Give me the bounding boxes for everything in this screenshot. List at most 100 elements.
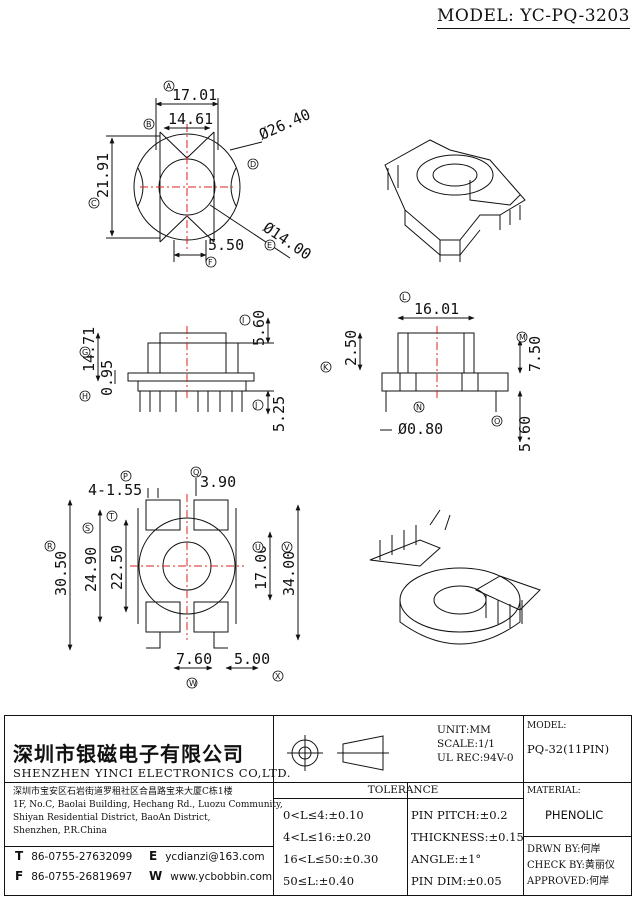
drawn-by: DRWN BY:何岸 [527, 844, 601, 855]
dim-bottom-pin-spacing-left: 7.60 [176, 650, 212, 668]
address-line-2: 1F, No.C, Baolai Building, Hechang Rd., … [13, 800, 283, 810]
dim-outer-diameter: Ø26.40 [256, 105, 313, 143]
bottom-view [67, 478, 301, 671]
dim-bottom-pin-spacing-right: 5.00 [234, 650, 270, 668]
svg-text:P: P [123, 472, 128, 481]
dim-side-step: 2.50 [342, 330, 360, 366]
marker-v: V [281, 541, 293, 553]
tel-letter: T [15, 849, 24, 863]
svg-text:F: F [208, 258, 213, 267]
svg-text:S: S [85, 524, 90, 533]
front-pins [139, 391, 243, 412]
dim-top-width-outer: 17.01 [172, 86, 217, 104]
email-letter: E [149, 849, 158, 863]
dim-top-width-inner: 14.61 [168, 110, 213, 128]
email-value: ycdianzi@163.com [165, 851, 265, 863]
title-block: 深圳市银磁电子有限公司 SHENZHEN YINCI ELECTRONICS C… [4, 715, 632, 896]
dim-bottom-right-inner: 17.00 [252, 545, 270, 590]
tolerance-spec-2: THICKNESS:±0.15 [411, 830, 524, 844]
tolerance-range-2: 4<L≤16:±0.20 [283, 830, 371, 844]
marker-m: M [516, 331, 528, 343]
svg-text:E: E [267, 241, 272, 250]
technical-drawing: 17.01 14.61 21.91 Ø26.40 Ø14.00 5.50 14.… [44, 80, 544, 689]
svg-text:X: X [275, 672, 281, 681]
marker-p: P [120, 470, 132, 482]
marker-o: O [491, 415, 503, 427]
svg-text:M: M [519, 333, 526, 342]
model-title: MODEL: YC-PQ-3203 [437, 6, 630, 29]
svg-text:R: R [47, 542, 53, 551]
tolerance-range-4: 50≤L:±0.40 [283, 874, 355, 888]
svg-text:V: V [284, 543, 290, 552]
marker-i: I [239, 314, 251, 326]
dim-slot: 5.50 [208, 236, 244, 254]
marker-x: X [272, 670, 284, 682]
ul-rec-label: UL REC:94V-0 [437, 752, 514, 764]
dim-bottom-right-outer: 34.00 [280, 551, 298, 596]
unit-label: UNIT:MM [437, 724, 491, 736]
dim-side-width: 16.01 [414, 300, 459, 318]
tel-value: 86-0755-27632099 [31, 851, 133, 863]
web-value: www.ycbobbin.com [170, 871, 273, 883]
dim-front-top-step: 5.60 [250, 310, 268, 346]
web-letter: W [149, 869, 163, 883]
tolerance-range-1: 0<L≤4:±0.10 [283, 808, 364, 822]
marker-k: K [320, 361, 332, 373]
svg-text:H: H [82, 392, 88, 401]
dim-side-height: 7.50 [526, 336, 544, 372]
svg-text:D: D [250, 160, 256, 169]
dim-bottom-inner-height: 22.50 [108, 545, 126, 590]
marker-t: T [106, 510, 118, 522]
iso-view-bottom [369, 509, 541, 645]
dim-side-pin-diameter: Ø0.80 [398, 420, 443, 438]
tolerance-spec-1: PIN PITCH:±0.2 [411, 808, 508, 822]
dim-bottom-pin-pitch: 4-1.55 [88, 481, 142, 499]
iso-view-top [384, 139, 526, 262]
tolerance-title: TOLERANCE [367, 784, 439, 796]
tolerance-range-3: 16<L≤50:±0.30 [283, 852, 379, 866]
company-name-cn: 深圳市银磁电子有限公司 [13, 742, 244, 766]
fax-value: 86-0755-26819697 [31, 871, 133, 883]
svg-text:W: W [189, 679, 197, 688]
fax-letter: F [15, 869, 24, 883]
svg-text:I: I [242, 316, 244, 325]
svg-text:K: K [323, 363, 329, 372]
check-by: CHECK BY:黄丽仪 [527, 860, 615, 871]
tolerance-spec-3: ANGLE:±1° [411, 852, 482, 866]
svg-text:J: J [254, 401, 257, 410]
svg-text:C: C [91, 199, 97, 208]
company-name-en: SHENZHEN YINCI ELECTRONICS CO,LTD. [13, 766, 292, 780]
reference-markers: A B C D E F G H I J K L M N O P Q R S T … [44, 80, 528, 689]
marker-j: J [252, 399, 264, 411]
marker-s: S [82, 522, 94, 534]
svg-text:B: B [146, 120, 152, 129]
marker-e: E [264, 239, 276, 251]
dimension-labels: 17.01 14.61 21.91 Ø26.40 Ø14.00 5.50 14.… [52, 86, 544, 668]
address-line-1: 深圳市宝安区石岩街道罗租社区合昌路宝来大厦C栋1楼 [13, 787, 233, 797]
svg-text:A: A [166, 82, 172, 91]
svg-text:O: O [494, 417, 500, 426]
dim-bottom-total-height: 30.50 [52, 551, 70, 596]
svg-text:L: L [402, 293, 407, 302]
marker-b: B [143, 118, 155, 130]
marker-w: W [186, 677, 198, 689]
marker-q: Q [190, 466, 202, 478]
dim-top-height: 21.91 [94, 153, 112, 198]
svg-text:G: G [82, 348, 88, 357]
marker-h: H [79, 390, 91, 402]
dim-front-flange: 0.95 [98, 360, 116, 396]
marker-f: F [205, 256, 217, 268]
marker-r: R [44, 540, 56, 552]
contact-tel: T 86-0755-27632099 [15, 849, 132, 863]
svg-text:N: N [416, 403, 422, 412]
model-field-value: PQ-32(11PIN) [527, 742, 610, 756]
material-value: PHENOLIC [545, 808, 604, 822]
address-line-3: Shiyan Residential District, BaoAn Distr… [13, 813, 211, 823]
dim-bottom-pin-offset: 3.90 [200, 473, 236, 491]
dim-front-pin-length: 5.25 [270, 396, 288, 432]
marker-l: L [399, 291, 411, 303]
front-view [95, 317, 274, 415]
address-line-4: Shenzhen, P.R.China [13, 826, 107, 836]
